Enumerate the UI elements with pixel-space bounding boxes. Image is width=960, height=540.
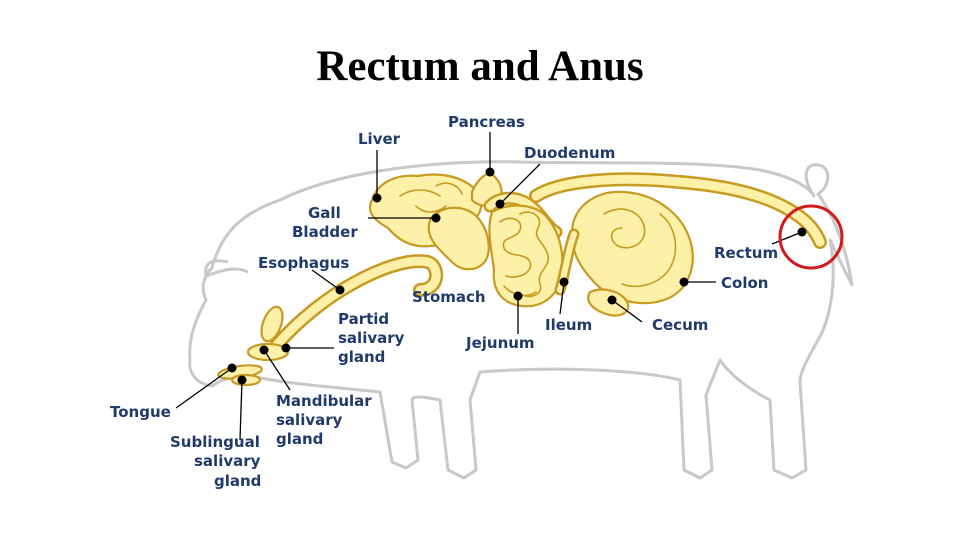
anus-highlight-circle [778, 204, 844, 270]
pig-ear-outline [204, 259, 249, 279]
duodenum-leader [499, 163, 541, 205]
jejunum-dot [513, 291, 523, 301]
gall-bladder-dot [431, 213, 441, 223]
label-liver: Liver [358, 130, 401, 148]
liver-dot [372, 193, 382, 203]
esophagus-tube-fill [271, 256, 441, 351]
partid-dot [281, 343, 291, 353]
cecum-dot [607, 295, 617, 305]
sublingual-dot [237, 375, 247, 385]
mandibular-leader [263, 349, 291, 391]
stomach-shape [427, 206, 490, 271]
rectum-dot [797, 227, 807, 237]
label-ileum: Ileum [545, 316, 592, 334]
tongue-leader [175, 367, 233, 409]
label-mandibular-salivary: salivary [276, 411, 343, 429]
esophagus-dot [335, 285, 345, 295]
label-rectum: Rectum [714, 244, 778, 262]
rectum-leader [771, 231, 803, 245]
label-pancreas: Pancreas [448, 113, 525, 131]
label-mandibular: Mandibular [276, 392, 372, 410]
esophagus-leader [311, 269, 341, 291]
pancreas-dot [485, 167, 495, 177]
label-partid: Partid [338, 310, 389, 328]
label-sublingual: Sublingual [170, 433, 260, 451]
cecum-shape [587, 288, 630, 317]
colon-spiral-coils [603, 208, 677, 288]
partid-gland-shape [260, 305, 284, 343]
label-partid-salivary: salivary [338, 329, 405, 347]
label-gall: Gall [308, 204, 341, 222]
label-mandibular-gland: gland [276, 430, 323, 448]
liver-lobe-lines [399, 182, 463, 213]
label-cecum: Cecum [652, 316, 708, 334]
duodenum-dot [495, 199, 505, 209]
rectum-tube-fill [531, 174, 825, 247]
jejunum-mass [488, 204, 564, 308]
label-duodenum: Duodenum [524, 144, 615, 162]
label-bladder: Bladder [292, 223, 358, 241]
cecum-leader [611, 299, 643, 323]
label-stomach: Stomach [412, 288, 486, 306]
label-colon: Colon [721, 274, 768, 292]
label-partid-gland: gland [338, 348, 385, 366]
label-tongue: Tongue [110, 403, 171, 421]
label-sublingual-salivary: salivary [194, 452, 261, 470]
tongue-dot [227, 363, 237, 373]
ileum-dot [559, 277, 569, 287]
label-esophagus: Esophagus [258, 254, 349, 272]
slide-title: Rectum and Anus [316, 43, 644, 90]
label-jejunum: Jejunum [465, 334, 535, 352]
mandibular-dot [259, 345, 269, 355]
colon-dot [679, 277, 689, 287]
ileum-leader [559, 281, 565, 315]
label-sublingual-gland: gland [214, 472, 261, 490]
sublingual-leader [239, 379, 243, 441]
